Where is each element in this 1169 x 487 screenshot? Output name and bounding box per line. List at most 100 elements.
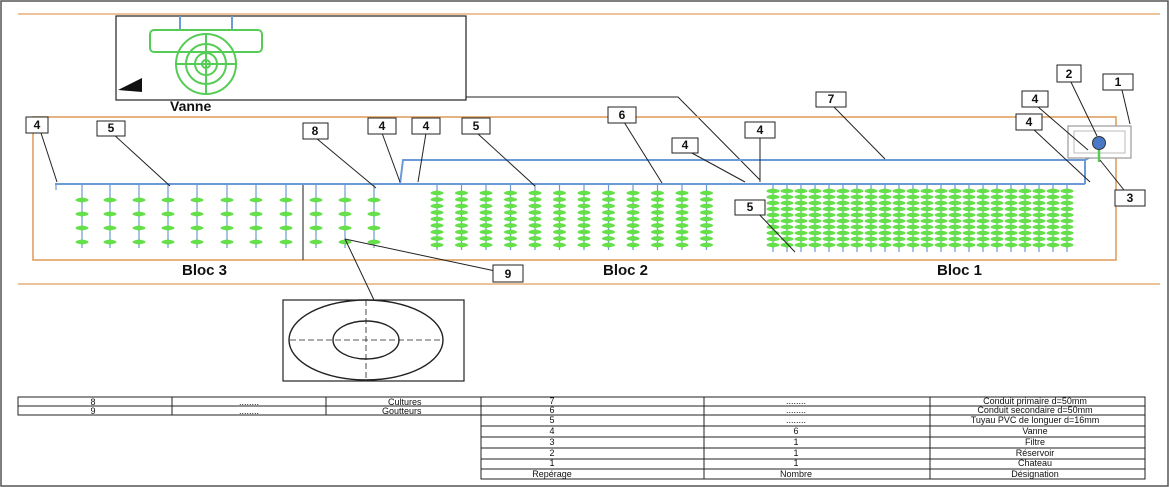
plant-icon — [948, 242, 962, 248]
vanne-detail: Vanne — [115, 15, 467, 114]
plant-icon — [553, 229, 566, 235]
left-row-1-ref: 8 — [90, 397, 95, 407]
plant-icon — [878, 188, 892, 194]
plant-icon — [626, 242, 640, 248]
plant-icon — [892, 230, 906, 236]
plant-icon — [990, 194, 1004, 200]
plant-icon — [190, 211, 204, 217]
plant-icon — [906, 200, 920, 206]
plant-icon — [602, 216, 615, 222]
plant-icon — [920, 224, 934, 230]
plant-icon — [132, 197, 146, 203]
plant-icon — [990, 212, 1004, 218]
plant-icon — [780, 230, 794, 236]
plant-icon — [1060, 236, 1074, 242]
right-row-6-nombre: 1 — [793, 448, 798, 458]
plant-icon — [906, 188, 920, 194]
plant-icon — [504, 216, 517, 222]
plant-icon — [626, 203, 640, 209]
plant-icon — [878, 194, 892, 200]
plant-icon — [430, 229, 444, 235]
plant-icon — [976, 200, 990, 206]
plant-icon — [808, 236, 822, 242]
callout-1-text: 1 — [1115, 75, 1122, 89]
plant-icon — [990, 188, 1004, 194]
plant-icon — [920, 230, 934, 236]
callout-8: 8 — [302, 122, 329, 140]
right-row-1-ref: 7 — [549, 396, 554, 406]
plant-icon — [948, 206, 962, 212]
plant-icon — [455, 209, 468, 216]
plant-icon — [309, 197, 323, 203]
plant-icon — [990, 242, 1004, 248]
plant-icon — [675, 222, 689, 229]
plant-icon — [962, 236, 976, 242]
dripper-detail — [282, 299, 465, 382]
plant-icon — [934, 224, 948, 230]
right-row-4-nombre: 6 — [793, 426, 798, 436]
callout-4-g-text: 4 — [1026, 115, 1033, 129]
plant-icon — [675, 229, 689, 235]
plant-icon — [962, 218, 976, 224]
plant-icon — [430, 209, 444, 216]
callout-4-b: 4 — [367, 117, 397, 135]
plant-icon — [602, 209, 615, 216]
plant-icon — [479, 190, 493, 196]
plant-icon — [822, 218, 836, 224]
left-row-2-designation: Goutteurs — [382, 406, 422, 416]
plant-icon — [528, 229, 542, 235]
plant-icon — [962, 230, 976, 236]
plant-icon — [794, 236, 808, 242]
plant-icon — [976, 212, 990, 218]
plant-icon — [626, 196, 640, 203]
plant-icon — [1032, 242, 1046, 248]
right-row-4-designation: Vanne — [1022, 426, 1047, 436]
callout-5-b-text: 5 — [473, 119, 480, 133]
plant-icon — [780, 200, 794, 206]
plant-icon — [103, 197, 117, 203]
plant-icon — [626, 190, 640, 196]
plant-icon — [836, 236, 850, 242]
plant-icon — [577, 229, 591, 235]
plant-icon — [577, 216, 591, 222]
plant-icon — [1032, 218, 1046, 224]
plant-icon — [626, 216, 640, 222]
plant-icon — [553, 216, 566, 222]
plant-icon — [962, 188, 976, 194]
plant-icon — [504, 196, 517, 203]
pipe-network — [55, 151, 1101, 185]
plant-icon — [504, 229, 517, 235]
plant-icon — [479, 196, 493, 203]
plant-icon — [75, 197, 89, 203]
plant-icon — [309, 225, 323, 231]
plant-icon — [934, 230, 948, 236]
right-row-2-nombre: ........ — [786, 405, 806, 415]
plant-icon — [430, 222, 444, 229]
dripper-detail-frame — [282, 299, 465, 382]
plant-icon — [430, 190, 444, 196]
plant-icon — [878, 230, 892, 236]
callout-4-e-text: 4 — [757, 123, 764, 137]
plant-icon — [864, 218, 878, 224]
plant-icon — [864, 194, 878, 200]
callout-5-c-text: 5 — [747, 200, 754, 214]
plant-icon — [132, 225, 146, 231]
plant-icon — [553, 196, 566, 203]
plant-icon — [577, 209, 591, 216]
plant-icon — [577, 242, 591, 248]
plant-icon — [920, 218, 934, 224]
plant-icon — [430, 196, 444, 203]
plant-icon — [934, 194, 948, 200]
plant-icon — [1046, 230, 1060, 236]
plant-icon — [1060, 188, 1074, 194]
plant-icon — [504, 222, 517, 229]
plant-icon — [934, 236, 948, 242]
plant-icon — [780, 224, 794, 230]
callout-4-b-text: 4 — [379, 119, 386, 133]
plant-icon — [479, 216, 493, 222]
plant-icon — [651, 209, 664, 216]
plant-icon — [906, 218, 920, 224]
plant-icon — [1018, 230, 1032, 236]
plant-icon — [651, 190, 664, 196]
